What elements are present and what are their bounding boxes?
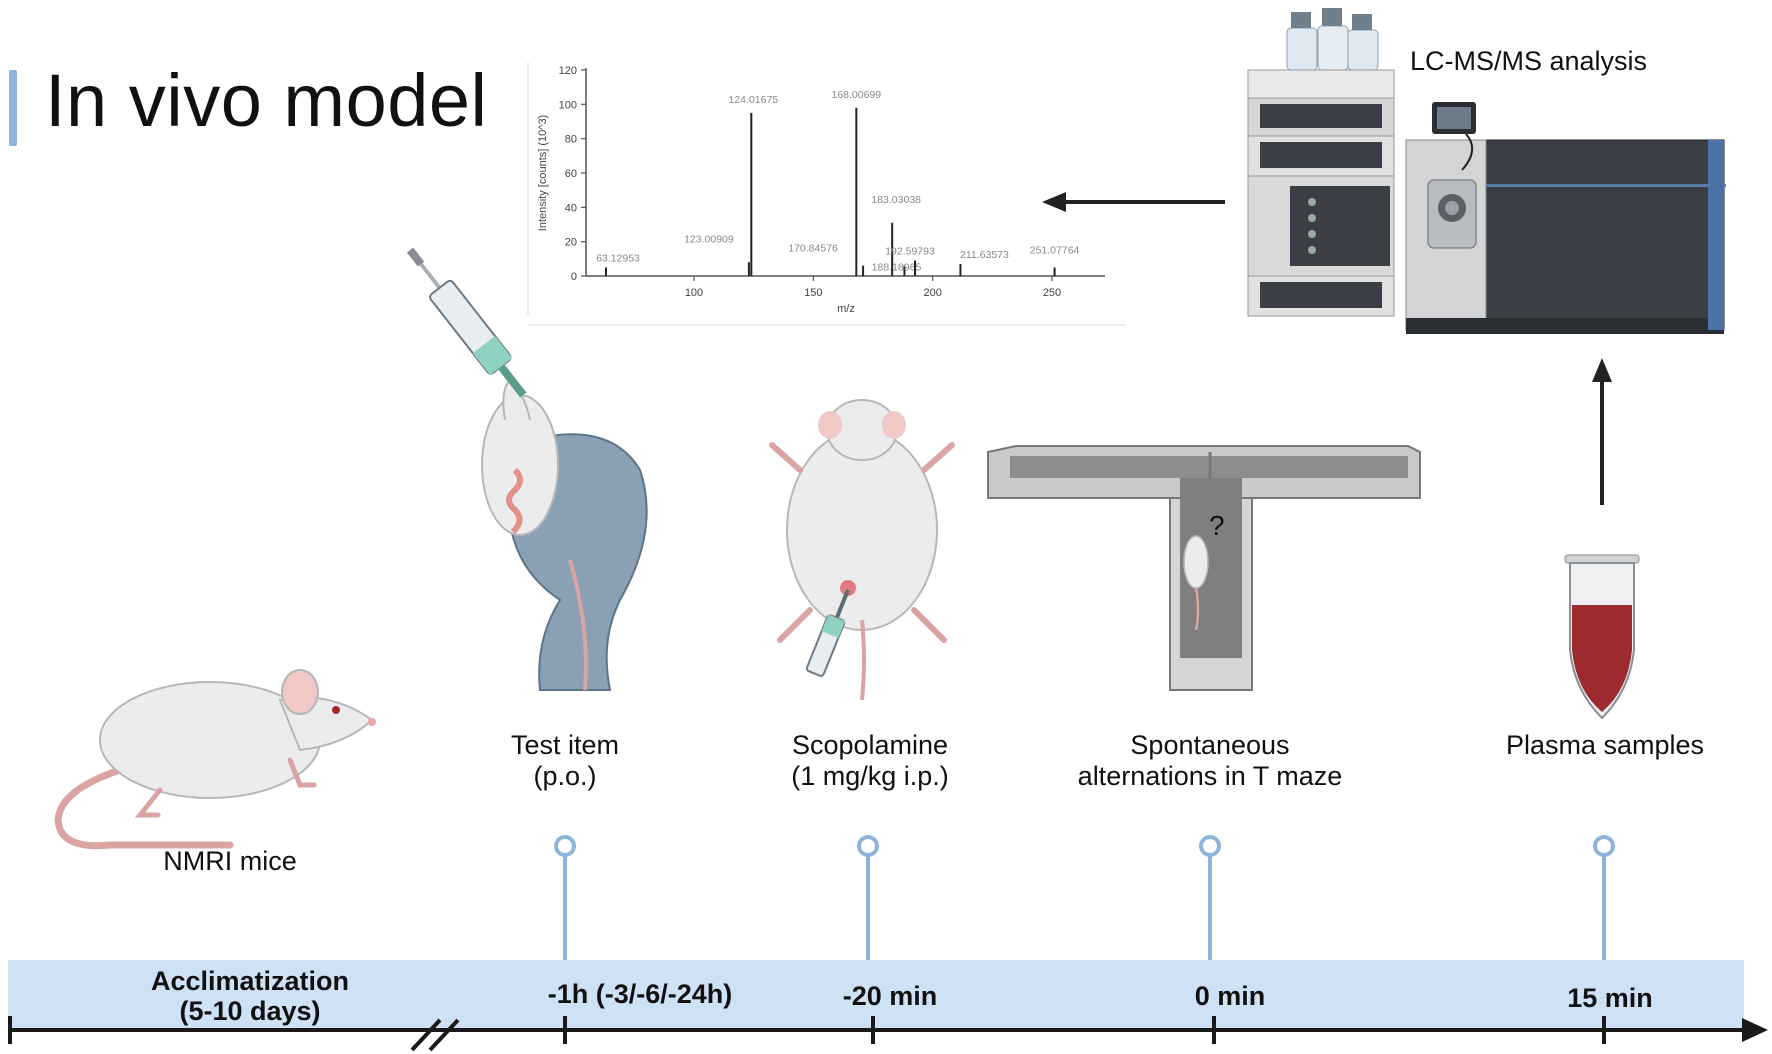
spectrum-y-tick-label: 0: [571, 271, 577, 283]
spectrum-peak-label: 251.07764: [1030, 244, 1080, 256]
spectrum-peak-label: 63.12953: [596, 252, 640, 264]
acclimatization-line-2: (5-10 days): [179, 996, 321, 1026]
spectrum-y-tick-label: 100: [559, 99, 577, 111]
spectrum-peak-label: 170.84576: [788, 243, 838, 255]
mass-spectrum: 0 20 40 60 80 100 120 100 150 200 250 63.12953 123…: [527, 62, 1126, 326]
spectrum-x-tick-label: 100: [685, 287, 703, 299]
scopolamine-line-2: (1 mg/kg i.p.): [791, 761, 949, 791]
spectrum-peak-label: 124.01675: [728, 94, 778, 106]
spectrum-y-tick-label: 60: [565, 168, 577, 180]
plasma-tube-illustration: [1564, 554, 1640, 720]
title-accent-bar: [9, 70, 17, 146]
timepoint-plasma: 15 min: [1567, 983, 1653, 1013]
test-item-line-1: Test item: [510, 730, 620, 760]
timepoint-scopolamine: -20 min: [842, 981, 938, 1011]
spectrum-peaks: 63.12953 123.00909 124.01675 168.00699 170.8…: [596, 89, 1080, 276]
spectrum-y-ticks: 0 20 40 60 80 100 120: [559, 65, 586, 283]
tmaze-line-1: Spontaneous: [1130, 730, 1290, 760]
spectrum-x-tick-label: 250: [1043, 287, 1061, 299]
spectrum-y-tick-label: 20: [565, 237, 577, 249]
mouse-illustration: [54, 669, 376, 850]
plasma-label: Plasma samples: [1505, 730, 1705, 760]
scopolamine-line-1: Scopolamine: [791, 730, 949, 760]
spectrum-peak-label: 188.18965: [872, 262, 922, 274]
arrow-up: [1592, 358, 1612, 505]
lcms-label: LC-MS/MS analysis: [1410, 46, 1648, 76]
timepoint-tmaze: 0 min: [1194, 981, 1266, 1011]
page-title: In vivo model: [45, 59, 488, 142]
spectrum-x-label: m/z: [837, 303, 855, 315]
tmaze-label: Spontaneous alternations in T maze: [1040, 730, 1380, 792]
timeline-pin-test-item: [554, 835, 576, 960]
maze-question-mark: ?: [1209, 510, 1225, 541]
scopolamine-injection-illustration: [769, 399, 955, 701]
spectrum-y-tick-label: 40: [565, 202, 577, 214]
tmaze-line-2: alternations in T maze: [1077, 761, 1343, 791]
spectrum-y-tick-label: 120: [559, 65, 577, 77]
spectrum-peak-label: 168.00699: [831, 89, 881, 101]
spectrum-y-label: Intensity [counts] (10^3): [537, 115, 549, 231]
timeline-pin-plasma: [1593, 835, 1615, 960]
acclimatization-label: Acclimatization (5-10 days): [100, 966, 400, 1026]
timeline-pin-tmaze: [1199, 835, 1221, 960]
spectrum-peak-label: 183.03038: [871, 194, 921, 206]
timeline-pin-scopolamine: [857, 835, 879, 960]
scopolamine-label: Scopolamine (1 mg/kg i.p.): [740, 730, 1000, 792]
spectrum-x-tick-label: 150: [804, 287, 822, 299]
timeline: [8, 835, 1768, 1052]
spectrum-peak-label: 211.63573: [960, 249, 1009, 261]
spectrum-x-tick-label: 200: [923, 287, 941, 299]
spectrum-x-ticks: 100 150 200 250: [685, 276, 1061, 299]
oral-gavage-illustration: [406, 247, 648, 691]
spectrum-y-tick-label: 80: [565, 134, 577, 146]
t-maze-illustration: ?: [987, 445, 1421, 691]
test-item-label: Test item (p.o.): [440, 730, 690, 792]
spectrum-peak-label: 192.59793: [885, 246, 935, 258]
timeline-band: [8, 960, 1744, 1028]
acclimatization-line-1: Acclimatization: [150, 966, 350, 996]
arrow-left: [1042, 192, 1225, 212]
test-item-line-2: (p.o.): [533, 761, 597, 791]
timeline-arrowhead: [1742, 1018, 1768, 1042]
mice-label: NMRI mice: [163, 846, 297, 876]
timepoint-test-item: -1h (-3/-6/-24h): [547, 979, 733, 1009]
axis-break: [410, 1018, 442, 1052]
lcms-instrument-illustration: [1247, 8, 1726, 334]
spectrum-peak-label: 123.00909: [684, 233, 734, 245]
